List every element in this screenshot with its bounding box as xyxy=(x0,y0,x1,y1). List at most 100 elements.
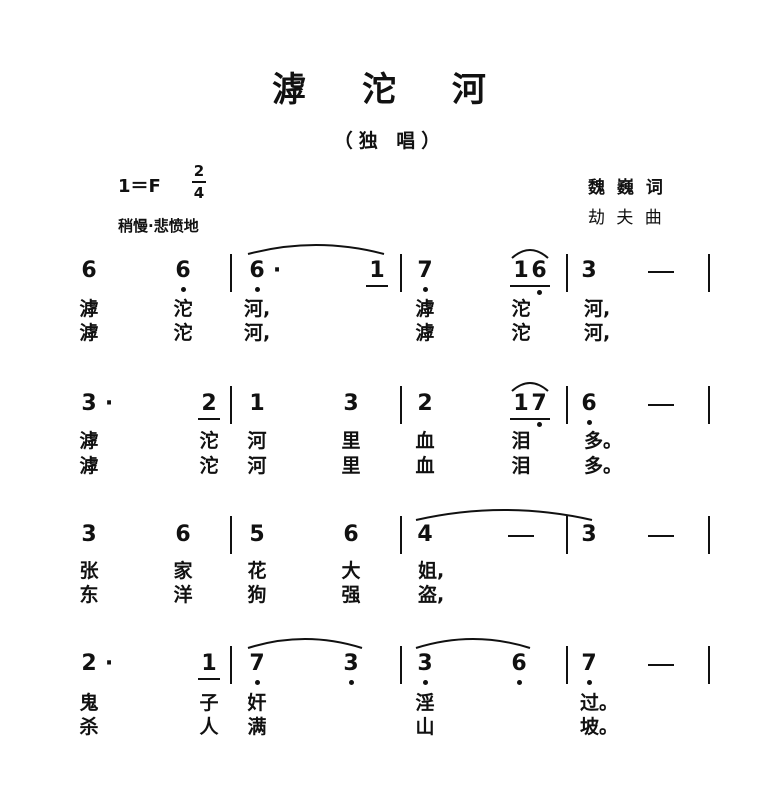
sustain-dash xyxy=(648,404,674,406)
lyric: 滹 xyxy=(79,298,99,320)
lower-octave-dot xyxy=(349,680,354,685)
note: 2 xyxy=(417,391,433,416)
note: 3 xyxy=(343,391,359,416)
lyric: 张 xyxy=(79,560,99,582)
note: 2 xyxy=(81,651,97,676)
note: 1 xyxy=(201,651,217,676)
barline xyxy=(400,516,402,554)
lyric: 沱 xyxy=(511,298,531,320)
barline xyxy=(708,254,710,292)
note: 7 xyxy=(249,651,265,676)
lower-octave-dot xyxy=(587,680,592,685)
note: 3 xyxy=(581,522,597,547)
barline xyxy=(400,386,402,424)
lyric: 多。 xyxy=(584,455,623,477)
barline xyxy=(566,516,568,554)
lower-octave-dot xyxy=(255,680,260,685)
lyric: 血 xyxy=(415,430,435,452)
tempo-marking: 稍慢·悲愤地 xyxy=(118,217,199,235)
slur xyxy=(247,244,385,255)
lyric: 沱 xyxy=(173,298,193,320)
lyric: 河, xyxy=(584,298,611,320)
lyric: 滹 xyxy=(415,298,435,320)
time-signature-top: 2 xyxy=(193,162,205,180)
lyric: 山 xyxy=(415,716,435,738)
barline xyxy=(708,386,710,424)
note: 3 xyxy=(581,258,597,283)
sustain-dash xyxy=(648,271,674,273)
tie xyxy=(247,638,363,649)
song-title: 滹 沱 河 xyxy=(272,70,508,110)
lyric: 河 xyxy=(247,430,267,452)
note: 6 xyxy=(175,258,191,283)
lyric: 过。 xyxy=(580,692,619,714)
lower-octave-dot xyxy=(423,287,428,292)
note: 3 xyxy=(81,522,97,547)
key-signature: 1＝F xyxy=(118,176,161,197)
note: 3 xyxy=(81,391,97,416)
eighth-underline xyxy=(510,418,550,420)
barline xyxy=(566,254,568,292)
sustain-dash xyxy=(648,535,674,537)
barline xyxy=(708,646,710,684)
lyric: 滹 xyxy=(79,322,99,344)
barline xyxy=(566,386,568,424)
lyric: 淫 xyxy=(415,692,435,714)
time-signature-bottom: 4 xyxy=(193,184,205,202)
lyric: 坡。 xyxy=(580,716,619,738)
lyric: 洋 xyxy=(173,584,193,606)
lyric: 里 xyxy=(341,455,361,477)
performance-type: （独 唱） xyxy=(333,130,447,152)
eighth-underline xyxy=(510,285,550,287)
slur xyxy=(511,249,549,259)
augmentation-dot: · xyxy=(104,391,114,416)
lyric: 满 xyxy=(247,716,267,738)
note: 1 xyxy=(513,258,529,283)
note: 6 xyxy=(343,522,359,547)
note: 7 xyxy=(581,651,597,676)
time-signature: 2 4 xyxy=(192,162,206,202)
lyric: 里 xyxy=(341,430,361,452)
lyric: 河 xyxy=(247,455,267,477)
sustain-dash xyxy=(648,664,674,666)
note: 5 xyxy=(249,522,265,547)
note: 1 xyxy=(369,258,385,283)
eighth-underline xyxy=(366,285,388,287)
lower-octave-dot xyxy=(255,287,260,292)
lyric: 人 xyxy=(199,716,219,738)
lyric: 奸 xyxy=(247,692,267,714)
lyric: 花 xyxy=(247,560,267,582)
lyric: 东 xyxy=(79,584,99,606)
note: 7 xyxy=(417,258,433,283)
note: 3 xyxy=(343,651,359,676)
note: 4 xyxy=(417,522,433,547)
tie xyxy=(415,509,593,521)
eighth-underline xyxy=(198,678,220,680)
lyric: 泪 xyxy=(511,455,531,477)
barline xyxy=(708,516,710,554)
lower-octave-dot xyxy=(537,422,542,427)
lower-octave-dot xyxy=(181,287,186,292)
barline xyxy=(566,646,568,684)
lyric: 多。 xyxy=(584,430,623,452)
lyric: 家 xyxy=(173,560,193,582)
lyric: 泪 xyxy=(511,430,531,452)
lyric: 大 xyxy=(341,560,361,582)
barline xyxy=(400,254,402,292)
slur xyxy=(511,382,549,392)
lyric: 河, xyxy=(584,322,611,344)
barline xyxy=(230,254,232,292)
lower-octave-dot xyxy=(517,680,522,685)
lyric: 沱 xyxy=(199,455,219,477)
barline xyxy=(230,516,232,554)
lyric: 狗 xyxy=(247,584,267,606)
lyric: 血 xyxy=(415,455,435,477)
lower-octave-dot xyxy=(537,290,542,295)
augmentation-dot: · xyxy=(272,258,282,283)
note: 6 xyxy=(175,522,191,547)
lyric: 沱 xyxy=(173,322,193,344)
lyric: 强 xyxy=(341,584,361,606)
composer-credit: 劫 夫 曲 xyxy=(588,208,665,228)
augmentation-dot: · xyxy=(104,651,114,676)
lyric: 杀 xyxy=(79,716,99,738)
